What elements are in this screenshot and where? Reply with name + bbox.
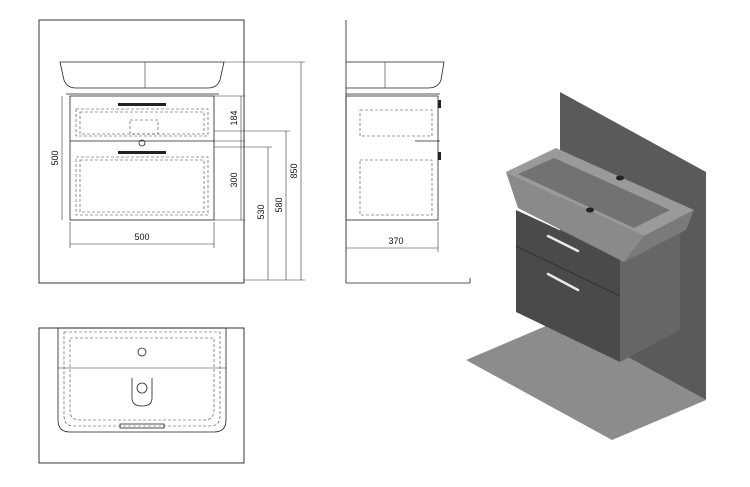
top-basin-bowl	[69, 337, 215, 421]
render-drain	[586, 207, 594, 213]
top-drain-slot	[131, 378, 153, 407]
render-basin-front	[506, 172, 644, 262]
render-floor	[466, 320, 706, 440]
render-lower-handle	[546, 272, 580, 292]
side-lower-handle	[438, 152, 441, 160]
top-handle	[119, 423, 165, 429]
top-tap-hole	[137, 347, 147, 357]
side-lower-drawer-hidden	[359, 159, 433, 216]
front-lower-drawer-hidden	[75, 156, 209, 216]
render-tap-hole	[616, 175, 624, 181]
front-cabinet	[69, 95, 215, 221]
front-lower-drawer-inner	[79, 159, 205, 213]
front-view: 500 500 184 300 530 580 850	[38, 19, 305, 284]
side-view: 370	[345, 20, 471, 284]
front-siphon-hidden	[129, 119, 159, 135]
render-upper-handle	[546, 234, 580, 253]
front-height-label: 500	[50, 150, 60, 165]
front-upper-drawer-hidden	[75, 108, 209, 137]
render-basin-bowl	[518, 158, 670, 228]
side-upper-drawer-hidden	[359, 109, 433, 137]
top-basin-inner	[63, 331, 221, 427]
render-drawer-split	[515, 245, 621, 297]
top-basin-outline	[57, 327, 227, 433]
side-upper-handle	[438, 100, 441, 108]
top-view	[38, 327, 245, 464]
front-view-frame	[38, 19, 245, 284]
render-cabinet-side	[620, 222, 680, 362]
front-basin	[59, 61, 225, 89]
front-lower-handle	[118, 151, 166, 154]
front-width-label: 500	[134, 232, 149, 242]
dim-530-label: 530	[256, 204, 266, 219]
dim-580-label: 580	[274, 197, 284, 212]
drawer-bottom-label: 300	[229, 172, 239, 187]
dim-850-label: 850	[289, 163, 299, 178]
side-depth-label: 370	[388, 236, 403, 246]
side-basin	[346, 61, 445, 89]
front-upper-handle	[118, 103, 166, 106]
front-siphon	[138, 139, 146, 147]
top-drain	[136, 382, 148, 394]
render-3d	[466, 92, 706, 440]
front-upper-drawer-inner	[79, 111, 205, 135]
drawer-top-label: 184	[229, 110, 239, 125]
render-basin-side	[624, 210, 694, 262]
